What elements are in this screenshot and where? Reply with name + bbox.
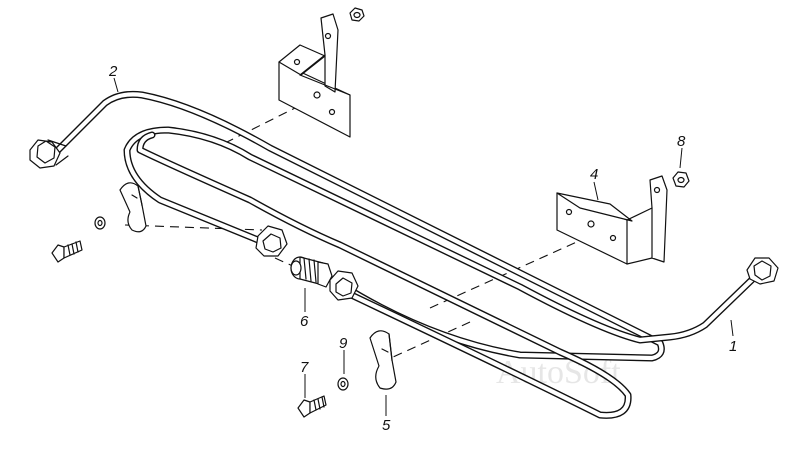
callout-7: 7 [300, 359, 309, 376]
adapter-fitting-6 [290, 256, 333, 288]
washer-9 [337, 377, 349, 391]
callout-leaders [113, 77, 734, 416]
clamp-upper [119, 182, 147, 233]
pipe-center-nut [255, 225, 288, 257]
bolt-upper [51, 240, 83, 263]
bolt-7 [297, 395, 327, 418]
clamp-5 [369, 330, 397, 390]
callout-8: 8 [677, 133, 686, 150]
union-nut-left [29, 139, 69, 169]
callout-9: 9 [339, 335, 348, 352]
washer-upper [94, 216, 106, 230]
callout-4: 4 [590, 166, 598, 183]
callout-2: 2 [108, 63, 118, 80]
bracket-4 [556, 175, 668, 265]
callout-5: 5 [382, 417, 391, 434]
callout-1: 1 [729, 338, 737, 355]
union-nut-right [746, 257, 779, 285]
nut-upper [349, 7, 365, 22]
callout-6: 6 [300, 313, 309, 330]
assembly-lines [124, 102, 611, 364]
nut-8 [672, 171, 690, 188]
pipe-right-nut [329, 270, 359, 301]
bracket-upper [278, 13, 351, 138]
pipe-1 [123, 126, 766, 419]
